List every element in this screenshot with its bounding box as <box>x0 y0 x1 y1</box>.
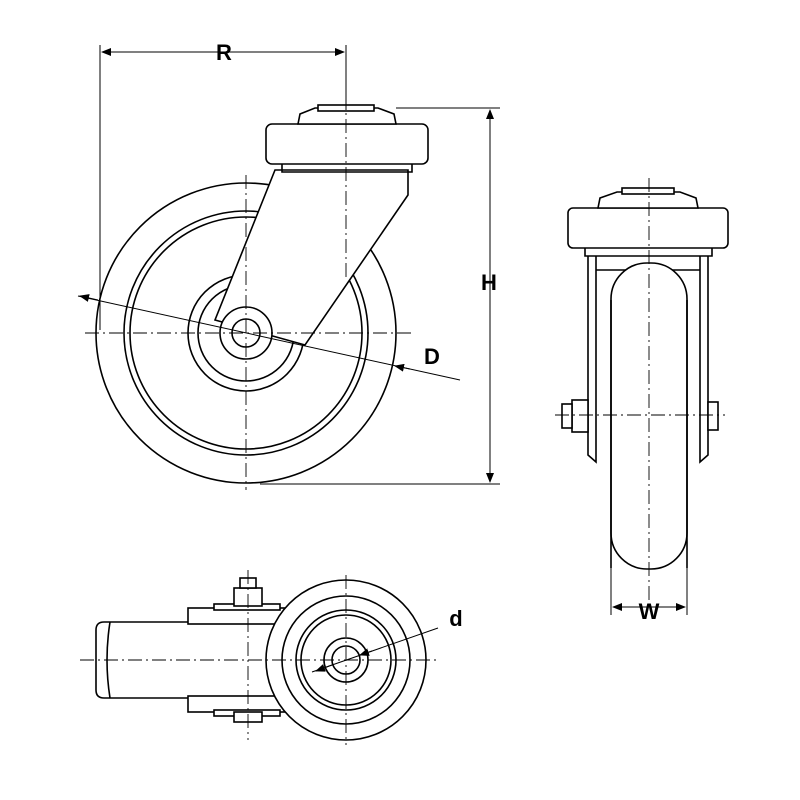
dimension-label-R: R <box>216 40 232 65</box>
top-view <box>80 570 440 745</box>
side-view <box>77 45 500 490</box>
front-view <box>555 178 729 615</box>
dimension-label-H: H <box>481 270 497 295</box>
dimension-label-D: D <box>424 344 440 369</box>
dimension-label-d: d <box>449 606 462 631</box>
dimension-label-W: W <box>639 599 660 624</box>
